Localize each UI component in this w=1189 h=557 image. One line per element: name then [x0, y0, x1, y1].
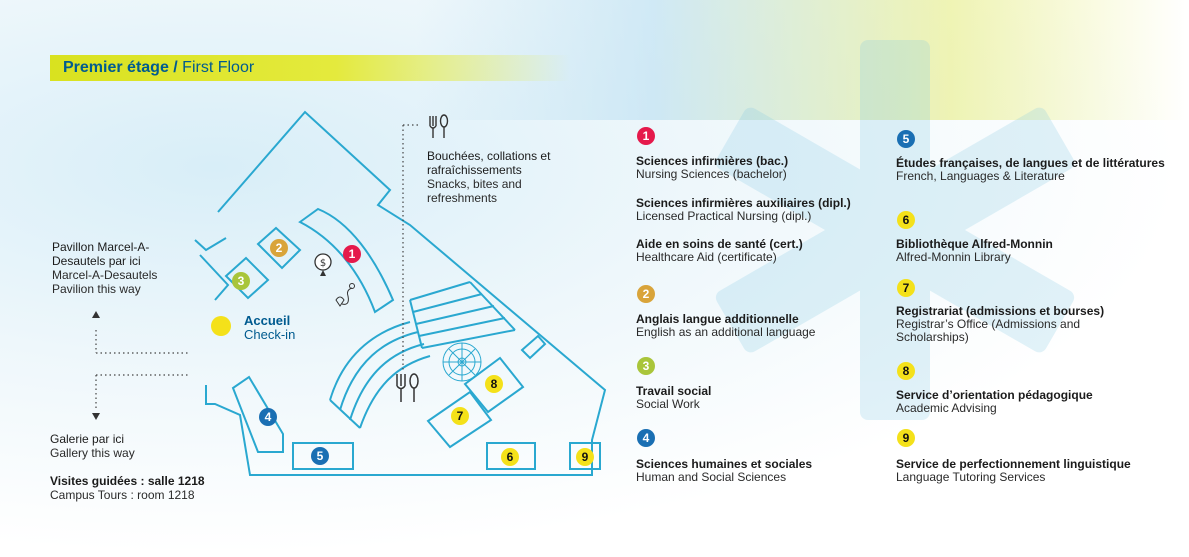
legend-entry-6: Bibliothèque Alfred-Monnin Alfred-Monnin…	[896, 238, 1166, 264]
legend-entry-2: Anglais langue additionnelle English as …	[636, 313, 876, 339]
marker-4[interactable]: 4	[259, 408, 277, 426]
food-icon-2	[396, 373, 419, 402]
marker-9[interactable]: 8	[485, 375, 503, 393]
legend-badge-8: 8	[897, 362, 915, 380]
legend-5-fr: Études françaises, de langues et de litt…	[896, 156, 1165, 170]
snacks-en: Snacks, bites and refreshments	[427, 177, 522, 205]
marker-1[interactable]: 1	[343, 245, 361, 263]
legend-5-en: French, Languages & Literature	[896, 169, 1065, 183]
marker-8[interactable]: 7	[451, 407, 469, 425]
legend-8-fr: Service d’orientation pédagogique	[896, 388, 1093, 402]
legend-entry-4: Sciences humaines et sociales Human and …	[636, 458, 876, 484]
legend-7-fr: Registrariat (admissions et bourses)	[896, 304, 1105, 318]
location-icon	[335, 283, 355, 307]
legend-7-en: Registrar’s Office (Admissions and Schol…	[896, 317, 1081, 344]
svg-text:$: $	[320, 258, 326, 269]
header-bar	[50, 55, 570, 81]
legend-1c-fr: Aide en soins de santé (cert.)	[636, 237, 803, 251]
legend-badge-6: 6	[897, 211, 915, 229]
legend-1c-en: Healthcare Aid (certificate)	[636, 250, 777, 264]
legend-1b-fr: Sciences infirmières auxiliaires (dipl.)	[636, 196, 851, 210]
legend-9-fr: Service de perfectionnement linguistique	[896, 457, 1131, 471]
legend-2-fr: Anglais langue additionnelle	[636, 312, 799, 326]
pavilion-label: Pavillon Marcel-A-Desautels par ici Marc…	[52, 240, 192, 296]
checkin-dot	[211, 316, 231, 336]
legend-entry-5: Études françaises, de langues et de litt…	[896, 157, 1166, 183]
title-en: First Floor	[182, 59, 255, 76]
legend-badge-5: 5	[897, 130, 915, 148]
legend-6-fr: Bibliothèque Alfred-Monnin	[896, 237, 1053, 251]
legend-entry-7: Registrariat (admissions et bourses) Reg…	[896, 305, 1166, 344]
marker-5[interactable]: 5	[311, 447, 329, 465]
legend-3-fr: Travail social	[636, 384, 712, 398]
checkin-label: Accueil Check-in	[244, 314, 295, 342]
legend-1b-en: Licensed Practical Nursing (dipl.)	[636, 209, 812, 223]
legend-entry-1a: Sciences infirmières (bac.) Nursing Scie…	[636, 155, 876, 181]
legend-entry-9: Service de perfectionnement linguistique…	[896, 458, 1176, 484]
map-walls	[194, 110, 607, 476]
legend-badge-9: 9	[897, 429, 915, 447]
legend-entry-3: Travail social Social Work	[636, 385, 876, 411]
pavilion-fr: Pavillon Marcel-A-Desautels par ici	[52, 240, 150, 268]
legend-3-en: Social Work	[636, 397, 700, 411]
legend-6-en: Alfred-Monnin Library	[896, 250, 1011, 264]
arrow-up-icon	[92, 311, 100, 318]
tours-en: Campus Tours : room 1218	[50, 488, 195, 502]
gallery-fr: Galerie par ici	[50, 432, 125, 446]
legend-8-en: Academic Advising	[896, 401, 997, 415]
gallery-label: Galerie par ici Gallery this way	[50, 432, 230, 460]
marker-2[interactable]: 2	[270, 239, 288, 257]
background-asterisk	[715, 40, 1075, 420]
snacks-label: Bouchées, collations et rafraîchissement…	[427, 149, 587, 205]
title-fr: Premier étage /	[63, 59, 183, 76]
legend-1a-en: Nursing Sciences (bachelor)	[636, 167, 787, 181]
arrow-down-icon	[92, 413, 100, 420]
legend-4-en: Human and Social Sciences	[636, 470, 787, 484]
marker-7[interactable]: 9	[576, 448, 594, 466]
food-icon	[429, 114, 449, 138]
legend-badge-4: 4	[637, 429, 655, 447]
tours-label: Visites guidées : salle 1218 Campus Tour…	[50, 474, 250, 502]
legend-badge-3: 3	[637, 357, 655, 375]
dotted-paths	[95, 124, 420, 410]
page-title: Premier étage / First Floor	[63, 58, 254, 78]
checkin-fr: Accueil	[244, 313, 291, 328]
snacks-fr: Bouchées, collations et rafraîchissement…	[427, 149, 551, 177]
legend-entry-8: Service d’orientation pédagogique Academ…	[896, 389, 1166, 415]
legend-9-en: Language Tutoring Services	[896, 470, 1046, 484]
gallery-en: Gallery this way	[50, 446, 135, 460]
ferris-wheel-icon	[442, 342, 482, 382]
legend-badge-7: 7	[897, 279, 915, 297]
legend-badge-1: 1	[637, 127, 655, 145]
checkin-en: Check-in	[244, 327, 296, 342]
legend-badge-2: 2	[637, 285, 655, 303]
marker-6[interactable]: 6	[501, 448, 519, 466]
legend-entry-1b: Sciences infirmières auxiliaires (dipl.)…	[636, 197, 876, 223]
marker-3[interactable]: 3	[232, 272, 250, 290]
pavilion-en: Marcel-A-Desautels Pavilion this way	[52, 268, 158, 296]
money-icon: $	[314, 253, 332, 276]
tours-fr: Visites guidées : salle 1218	[50, 474, 205, 488]
legend-4-fr: Sciences humaines et sociales	[636, 457, 813, 471]
legend-1a-fr: Sciences infirmières (bac.)	[636, 154, 789, 168]
legend-entry-1c: Aide en soins de santé (cert.) Healthcar…	[636, 238, 876, 264]
legend-2-en: English as an additional language	[636, 325, 816, 339]
